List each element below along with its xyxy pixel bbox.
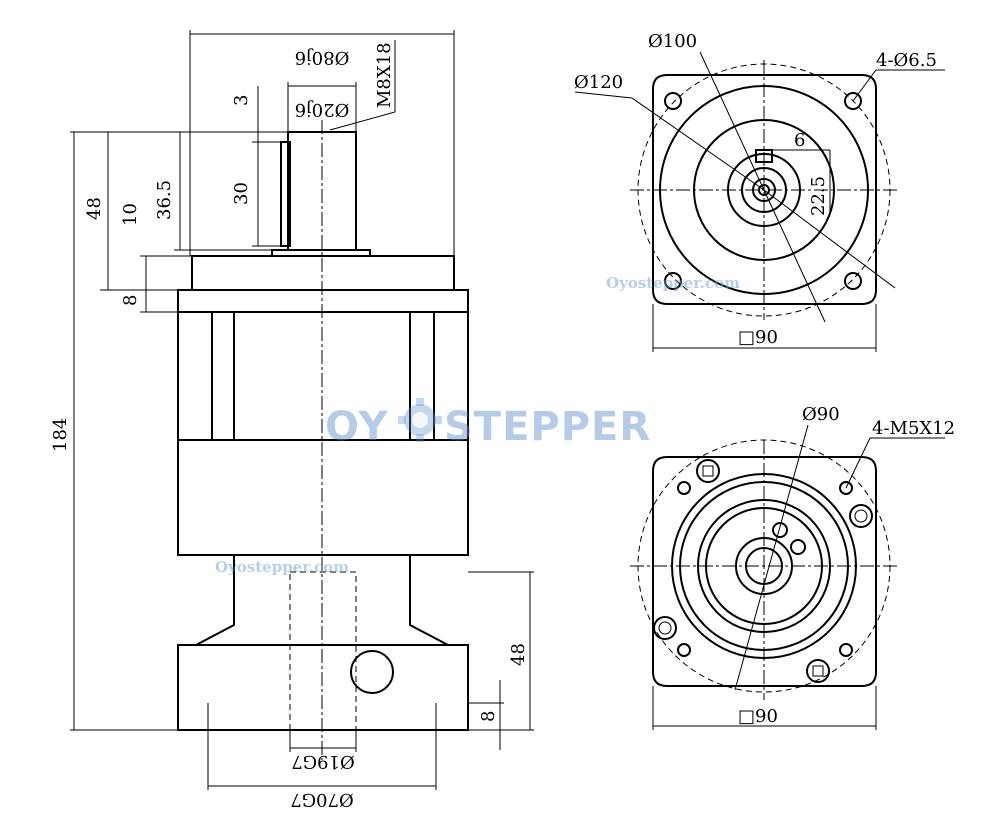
dim-sq90-top: □90	[738, 327, 778, 348]
dim-d90: Ø90	[802, 404, 840, 425]
body-ring	[177, 289, 469, 313]
dim-30: 30	[231, 182, 252, 205]
dim-184: 184	[50, 418, 71, 452]
dim-48-top: 48	[84, 197, 105, 220]
dim-sq90-bottom: □90	[738, 706, 778, 727]
input-flange-view: Ø90 4-M5X12 □90	[630, 404, 955, 730]
watermark-site-2: Oyostepper.com	[215, 558, 349, 576]
mount-hole-tl	[664, 92, 682, 110]
input-adapter	[177, 644, 469, 731]
watermark-brand-right: STEPPER	[444, 404, 651, 450]
dim-70g7: Ø70G7	[290, 789, 354, 810]
dim-36-5: 36.5	[154, 180, 175, 220]
dim-key-6: 6	[794, 130, 805, 151]
dim-22-5: 22.5	[808, 176, 829, 216]
screw-right	[849, 504, 873, 528]
dim-48-bottom: 48	[508, 643, 529, 666]
output-flange	[191, 255, 455, 291]
dim-20j6: Ø20j6	[295, 99, 350, 120]
screw-left	[653, 616, 677, 640]
mount-hole-tr	[844, 92, 862, 110]
side-view: Ø80j6 Ø20j6 M8X18 3 30 36.5 10 48 8 184 …	[50, 30, 534, 810]
dim-8-top: 8	[120, 295, 141, 306]
mount-hole-bl	[664, 272, 682, 290]
output-flange-view: Ø100 Ø120 4-Ø6.5 6 22.5 □90	[574, 31, 945, 352]
watermark-site-1: Oyostepper.com	[606, 274, 740, 292]
dim-4-m5x12: 4-M5X12	[872, 418, 955, 439]
watermark-brand-left: OY	[325, 404, 389, 450]
watermark-group: OY STEPPER Oyostepper.com Oyostepper.com	[215, 274, 740, 576]
dim-10: 10	[120, 203, 141, 226]
screw-top-left	[696, 459, 720, 483]
dim-8-bottom: 8	[478, 711, 499, 722]
dim-3: 3	[231, 95, 252, 106]
left-slot	[177, 311, 235, 441]
dim-19g7: Ø19G7	[291, 751, 355, 772]
mount-hole-br	[844, 272, 862, 290]
gear-logo-icon	[398, 398, 442, 442]
shaft-key	[280, 141, 291, 247]
square-flange-90	[652, 74, 877, 305]
dim-80j6: Ø80j6	[295, 47, 350, 68]
dim-d100: Ø100	[648, 31, 697, 52]
square-flange-90-input	[652, 456, 877, 687]
screw-bottom-right	[806, 659, 830, 683]
clamp-screw-hole	[350, 650, 394, 694]
dim-4-d6-5: 4-Ø6.5	[876, 50, 937, 71]
right-slot	[409, 311, 469, 441]
dim-d120: Ø120	[574, 72, 623, 93]
dim-m8x18: M8X18	[374, 42, 395, 108]
